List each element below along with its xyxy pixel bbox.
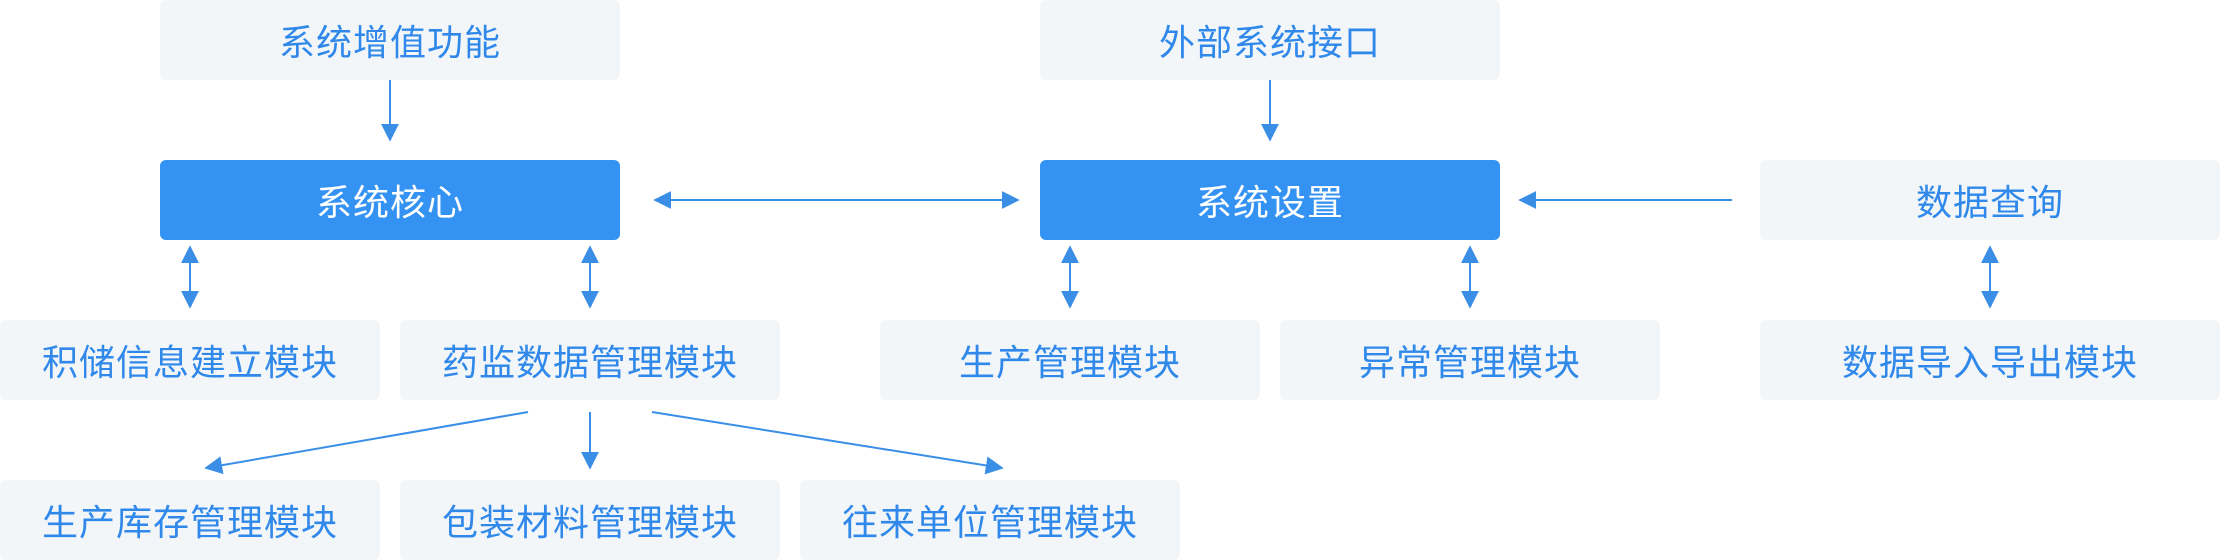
node-system-settings: 系统设置 [1040, 160, 1500, 240]
node-packaging-material-module: 包装材料管理模块 [400, 480, 780, 560]
arrow-drug-to-inventory [204, 411, 529, 475]
node-production-inventory-module: 生产库存管理模块 [0, 480, 380, 560]
node-exception-management-module: 异常管理模块 [1280, 320, 1660, 400]
node-data-import-export-module: 数据导入导出模块 [1760, 320, 2220, 400]
arrow-drug-to-partner [651, 411, 1004, 475]
node-points-info-module: 积储信息建立模块 [0, 320, 380, 400]
node-system-core: 系统核心 [160, 160, 620, 240]
node-external-system-interface: 外部系统接口 [1040, 0, 1500, 80]
node-partner-unit-module: 往来单位管理模块 [800, 480, 1180, 560]
node-production-management-module: 生产管理模块 [880, 320, 1260, 400]
node-drug-supervision-module: 药监数据管理模块 [400, 320, 780, 400]
node-value-added-functions: 系统增值功能 [160, 0, 620, 80]
node-data-query: 数据查询 [1760, 160, 2220, 240]
